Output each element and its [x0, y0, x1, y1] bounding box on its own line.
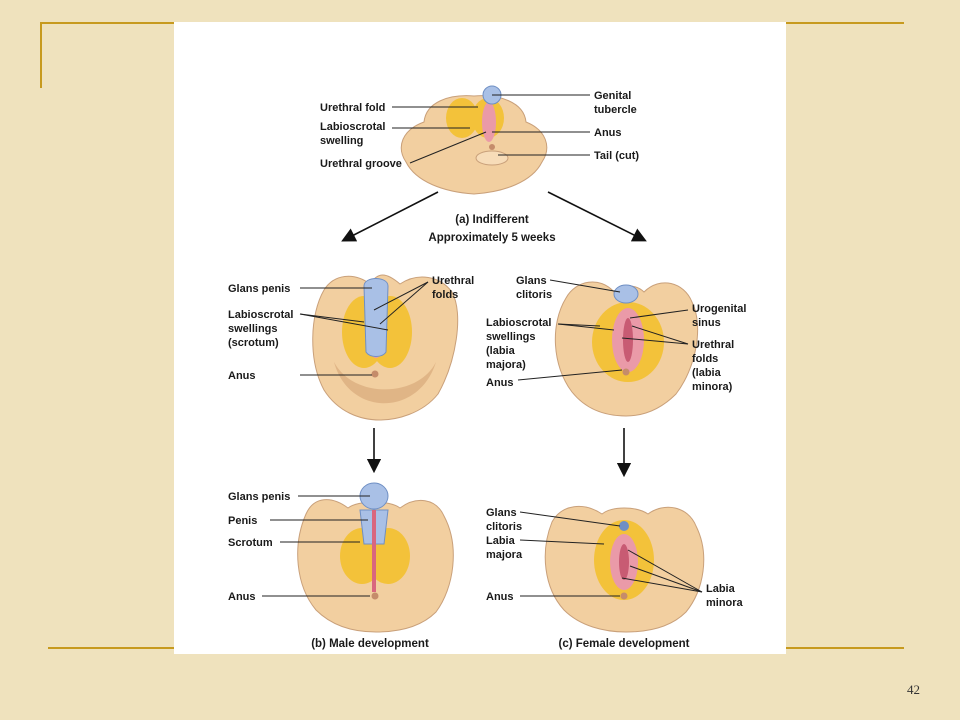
- male-mid-anus: [371, 370, 379, 378]
- label-final-glans-2: clitoris: [486, 521, 522, 533]
- label-urogenital-sinus: Urogenital: [692, 303, 746, 315]
- label-female-urethral-folds: Urethral: [692, 339, 734, 351]
- female-mid-anus: [622, 368, 630, 376]
- label-penis: Penis: [228, 515, 257, 527]
- slide-left-rule: [40, 22, 42, 88]
- label-male-labioscrotal-2: swellings: [228, 323, 278, 335]
- caption-female-development: (c) Female development: [558, 638, 689, 650]
- genital-development-diagram: Urethral fold Labioscrotal swelling Uret…: [228, 85, 746, 650]
- female-mid-leader-lines: [517, 279, 689, 381]
- label-final-glans: Glans: [486, 507, 517, 519]
- label-indifferent-anus: Anus: [594, 127, 622, 139]
- female-mid-glans-clitoris: [613, 284, 639, 304]
- male-mid-stage: [312, 274, 459, 421]
- indifferent-tail: [475, 150, 509, 166]
- label-tail-cut: Tail (cut): [594, 150, 639, 162]
- label-urogenital-sinus-2: sinus: [692, 317, 721, 329]
- female-final-stage: [544, 505, 705, 633]
- female-final-leader-lines: [519, 511, 703, 597]
- label-labia-majora-2: majora: [486, 549, 523, 561]
- label-male-urethral-folds-2: folds: [432, 289, 458, 301]
- label-genital-tubercle-2: tubercle: [594, 104, 637, 116]
- label-male-urethral-folds: Urethral: [432, 275, 474, 287]
- label-female-final-anus: Anus: [486, 591, 514, 603]
- indifferent-urethral-fold: [482, 102, 496, 142]
- label-female-mid-anus: Anus: [486, 377, 514, 389]
- label-male-labioscrotal-3: (scrotum): [228, 337, 279, 349]
- label-labia-majora: Labia: [486, 535, 516, 547]
- label-female-glans-clitoris-2: clitoris: [516, 289, 552, 301]
- label-final-glans-penis: Glans penis: [228, 491, 290, 503]
- label-labioscrotal-swelling: Labioscrotal: [320, 121, 385, 133]
- slide-page-number: 42: [907, 682, 920, 697]
- female-final-glans-clitoris: [619, 521, 629, 531]
- label-female-labioscrotal-3: (labia: [486, 345, 516, 357]
- female-mid-sinus: [623, 318, 633, 362]
- label-female-urethral-folds-4: minora): [692, 381, 733, 393]
- label-female-urethral-folds-2: folds: [692, 353, 718, 365]
- indifferent-body: [401, 95, 548, 195]
- caption-indifferent-age: Approximately 5 weeks: [428, 232, 555, 244]
- female-mid-stage: [554, 281, 699, 417]
- male-final-anus: [371, 592, 379, 600]
- male-final-stage: [297, 482, 454, 633]
- indifferent-stage: [401, 85, 548, 195]
- label-labia-minora-2: minora: [706, 597, 744, 609]
- female-final-vestibule: [619, 544, 629, 580]
- label-female-labioscrotal: Labioscrotal: [486, 317, 551, 329]
- label-labia-minora: Labia: [706, 583, 736, 595]
- label-genital-tubercle: Genital: [594, 90, 631, 102]
- female-final-anus: [620, 592, 628, 600]
- label-male-labioscrotal: Labioscrotal: [228, 309, 293, 321]
- indifferent-leader-lines: [392, 94, 590, 164]
- label-scrotum: Scrotum: [228, 537, 273, 549]
- caption-male-development: (b) Male development: [311, 638, 429, 650]
- label-urethral-fold: Urethral fold: [320, 102, 385, 114]
- label-male-final-anus: Anus: [228, 591, 256, 603]
- label-labioscrotal-swelling-2: swelling: [320, 135, 363, 147]
- male-mid-leader-lines: [299, 281, 429, 376]
- indifferent-anus: [489, 144, 495, 150]
- caption-indifferent: (a) Indifferent: [455, 214, 529, 226]
- label-male-mid-anus: Anus: [228, 370, 256, 382]
- figure-panel: Urethral fold Labioscrotal swelling Uret…: [174, 22, 786, 654]
- male-final-leader-lines: [262, 495, 370, 597]
- male-mid-shadow: [334, 362, 436, 404]
- label-female-glans-clitoris: Glans: [516, 275, 547, 287]
- label-urethral-groove: Urethral groove: [320, 158, 402, 170]
- arrow-to-male: [341, 191, 439, 242]
- arrow-to-female: [547, 191, 647, 242]
- label-male-glans-penis: Glans penis: [228, 283, 290, 295]
- male-mid-glans-penis: [363, 278, 389, 357]
- label-female-labioscrotal-2: swellings: [486, 331, 536, 343]
- label-female-labioscrotal-4: majora): [486, 359, 526, 371]
- label-female-urethral-folds-3: (labia: [692, 367, 722, 379]
